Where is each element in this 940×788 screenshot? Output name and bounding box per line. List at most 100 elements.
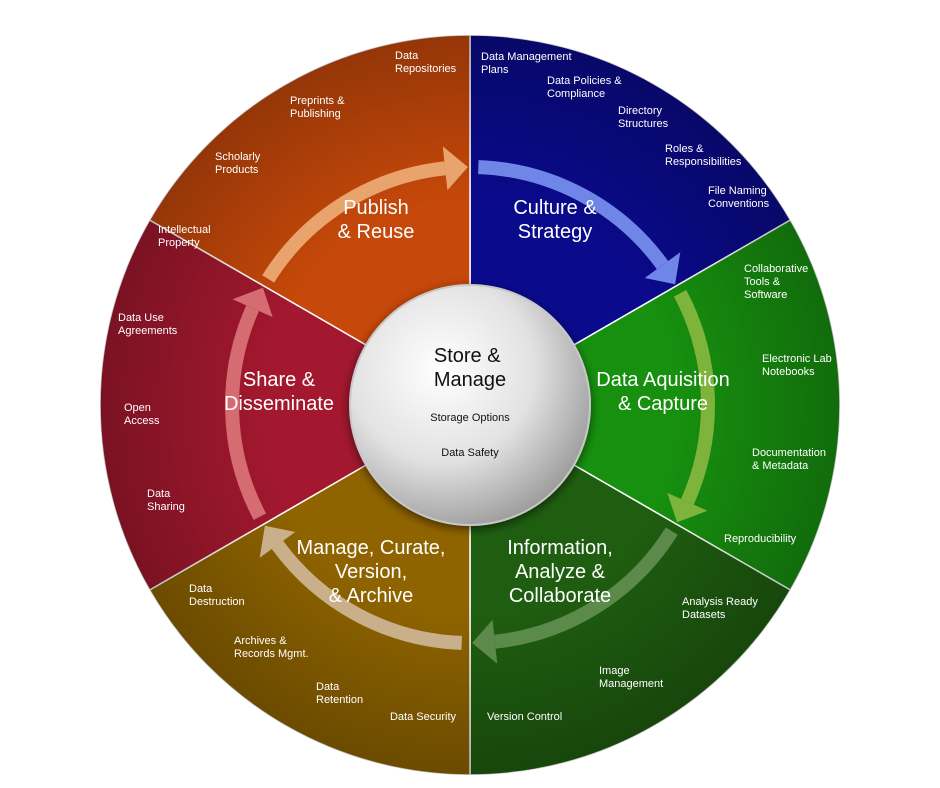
cycle-arrow-head	[472, 619, 498, 664]
cycle-arrow-head	[442, 146, 468, 191]
item-label-line: Access	[124, 415, 160, 427]
item-label-line: Data	[316, 681, 340, 693]
center-circle	[349, 284, 591, 526]
item-label-line: Property	[158, 237, 200, 249]
item-label-line: Agreements	[118, 325, 178, 337]
item-label-line: Data	[395, 50, 419, 62]
cycle-arrow-head	[644, 252, 681, 285]
item-label-line: Records Mgmt.	[234, 648, 309, 660]
item-label: Reproducibility	[724, 533, 797, 545]
segment-title-line: Information,	[507, 537, 613, 559]
segment-title-line: & Archive	[329, 585, 413, 607]
item-label-line: Conventions	[708, 198, 770, 210]
item-label-line: Repositories	[395, 63, 457, 75]
item-label-line: Image	[599, 665, 630, 677]
item-label-line: Documentation	[752, 447, 826, 459]
item-label-line: Data Policies &	[547, 75, 622, 87]
segment-title-manage-curate: Manage, Curate,Version,& Archive	[297, 537, 446, 607]
center-item-data-safety: Data Safety	[441, 447, 499, 459]
segment-title-line: Publish	[343, 197, 409, 219]
segment-title-line: Disseminate	[224, 393, 334, 415]
item-label: Preprints &Publishing	[290, 95, 345, 120]
item-label-line: Destruction	[189, 596, 245, 608]
cycle-arrow-shaft	[478, 160, 669, 270]
segment-title-data-acquisition: Data Aquisition& Capture	[596, 369, 729, 415]
item-label: Data Policies &Compliance	[547, 75, 622, 100]
item-label-line: Software	[744, 289, 787, 301]
cycle-arrow-head	[259, 525, 296, 558]
segment-title-line: Share &	[243, 369, 316, 391]
item-label: Documentation& Metadata	[752, 447, 826, 472]
item-label-line: Tools &	[744, 276, 781, 288]
item-label-line: Directory	[618, 105, 663, 117]
segment-title-line: Collaborate	[509, 585, 611, 607]
item-label-line: Electronic Lab	[762, 353, 832, 365]
item-label-line: Archives &	[234, 635, 287, 647]
item-label-line: Responsibilities	[665, 156, 742, 168]
segment-title-publish-reuse: Publish& Reuse	[338, 197, 415, 243]
item-label-line: Scholarly	[215, 151, 261, 163]
item-label-line: Products	[215, 164, 259, 176]
item-label-line: Plans	[481, 64, 509, 76]
cycle-arrow-shaft	[673, 290, 715, 505]
item-label-line: Notebooks	[762, 366, 815, 378]
segment-title-line: Analyze &	[515, 561, 606, 583]
item-label-line: Preprints &	[290, 95, 345, 107]
item-label-line: Datasets	[682, 609, 726, 621]
item-label-line: Intellectual	[158, 224, 211, 236]
segment-title-share-disseminate: Share &Disseminate	[224, 369, 334, 415]
segment-title-line: Version,	[335, 561, 407, 583]
segment-title-culture-strategy: Culture &Strategy	[513, 197, 597, 243]
item-label-line: Roles &	[665, 143, 704, 155]
item-label-line: Data	[189, 583, 213, 595]
item-label-line: Publishing	[290, 108, 341, 120]
item-label-line: & Metadata	[752, 460, 809, 472]
item-label: Data Security	[390, 711, 457, 723]
segment-title-line: Culture &	[513, 197, 597, 219]
cycle-arrow-head	[667, 492, 708, 523]
item-label-line: Structures	[618, 118, 669, 130]
segment-title-line: Strategy	[518, 221, 592, 243]
item-label-line: Data	[147, 488, 171, 500]
center-title-line: Manage	[434, 369, 506, 391]
center-title: Store & Manage	[434, 345, 506, 391]
item-label-line: Compliance	[547, 88, 605, 100]
cycle-arrow-head	[232, 287, 273, 318]
item-label: Roles &Responsibilities	[665, 143, 742, 168]
segment-title-line: Manage, Curate,	[297, 537, 446, 559]
segment-title-line: & Reuse	[338, 221, 415, 243]
item-label-line: Open	[124, 402, 151, 414]
item-label-line: Retention	[316, 694, 363, 706]
cycle-arrow-shaft	[262, 161, 446, 283]
cycle-arrow-shaft	[225, 305, 267, 520]
item-label-line: Data Use	[118, 312, 164, 324]
item-label-line: Data Security	[390, 711, 457, 723]
center-hub: Store & Manage Storage Options Data Safe…	[349, 284, 591, 526]
item-label-line: Reproducibility	[724, 533, 797, 545]
item-label-line: Sharing	[147, 501, 185, 513]
cycle-arrow-shaft	[271, 540, 462, 650]
center-title-line: Store &	[434, 345, 501, 367]
item-label-line: Version Control	[487, 711, 562, 723]
item-label: Archives &Records Mgmt.	[234, 635, 309, 660]
item-label-line: Data Management	[481, 51, 572, 63]
segment-title-line: Data Aquisition	[596, 369, 729, 391]
item-label-line: Management	[599, 678, 663, 690]
segment-title-line: & Capture	[618, 393, 708, 415]
item-label-line: File Naming	[708, 185, 767, 197]
